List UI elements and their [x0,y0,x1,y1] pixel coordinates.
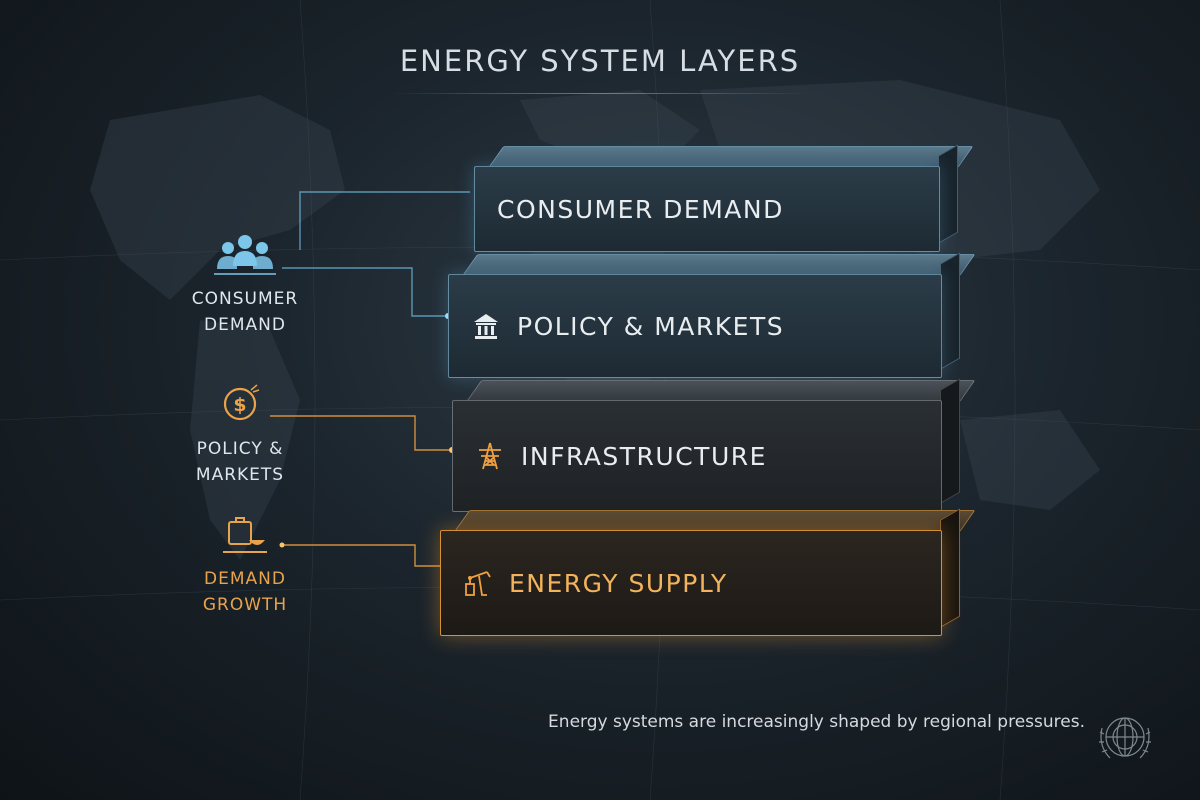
layer-policy-markets: POLICY & MARKETS [448,252,976,378]
layer-label: INFRASTRUCTURE [521,441,767,471]
side-label: CONSUMER DEMAND [160,286,330,338]
connector-consumer-top [299,191,470,250]
side-label-line1: CONSUMER [191,289,299,309]
side-label-line1: DEMAND [204,569,286,589]
slab-side-face [940,252,960,370]
layer-label: POLICY & MARKETS [517,311,785,341]
oil-pump-icon [465,571,491,596]
slab-top-face [454,510,976,532]
slab-top-face [462,254,976,276]
slab-front-face: CONSUMER DEMAND [474,166,940,252]
layer-energy-supply: ENERGY SUPPLY [440,508,976,636]
side-label-line1: POLICY & [196,439,284,459]
connector-policy-infra [270,415,452,451]
dollar-coin-icon: $ [223,384,260,421]
side-label-line2: DEMAND [204,315,286,335]
layer-label: CONSUMER DEMAND [497,194,784,224]
side-item-consumer-demand: CONSUMER DEMAND [160,232,330,338]
slab-front-face: ENERGY SUPPLY [440,530,942,636]
transmission-tower-icon [479,442,501,470]
slab-top-face [488,146,974,168]
side-label: DEMAND GROWTH [185,566,305,618]
slab-side-face [940,508,960,628]
slab-side-face [938,144,958,244]
title-divider [390,93,810,94]
briefcase-bowl-icon [223,517,267,553]
globe-emblem-icon [1099,717,1151,759]
side-label: POLICY & MARKETS [170,436,310,488]
layer-infrastructure: INFRASTRUCTURE [452,378,976,512]
side-label-line2: MARKETS [195,465,285,485]
people-icon [214,235,276,275]
layer-consumer-demand: CONSUMER DEMAND [474,144,974,252]
connector-growth-supply [282,544,448,567]
connector-consumer-policy [282,267,448,317]
layer-label: ENERGY SUPPLY [509,568,728,598]
bank-icon [474,314,498,339]
page-title: ENERGY SYSTEM LAYERS [399,44,801,78]
slab-front-face: POLICY & MARKETS [448,274,942,378]
slab-front-face: INFRASTRUCTURE [452,400,942,512]
side-item-policy-markets: $ POLICY & MARKETS [170,382,310,488]
side-item-demand-growth: DEMAND GROWTH [185,512,305,618]
side-label-line2: GROWTH [202,595,288,615]
caption: Energy systems are increasingly shaped b… [548,712,1085,732]
slab-top-face [466,380,976,402]
svg-text:$: $ [233,394,246,416]
slab-side-face [940,378,960,504]
